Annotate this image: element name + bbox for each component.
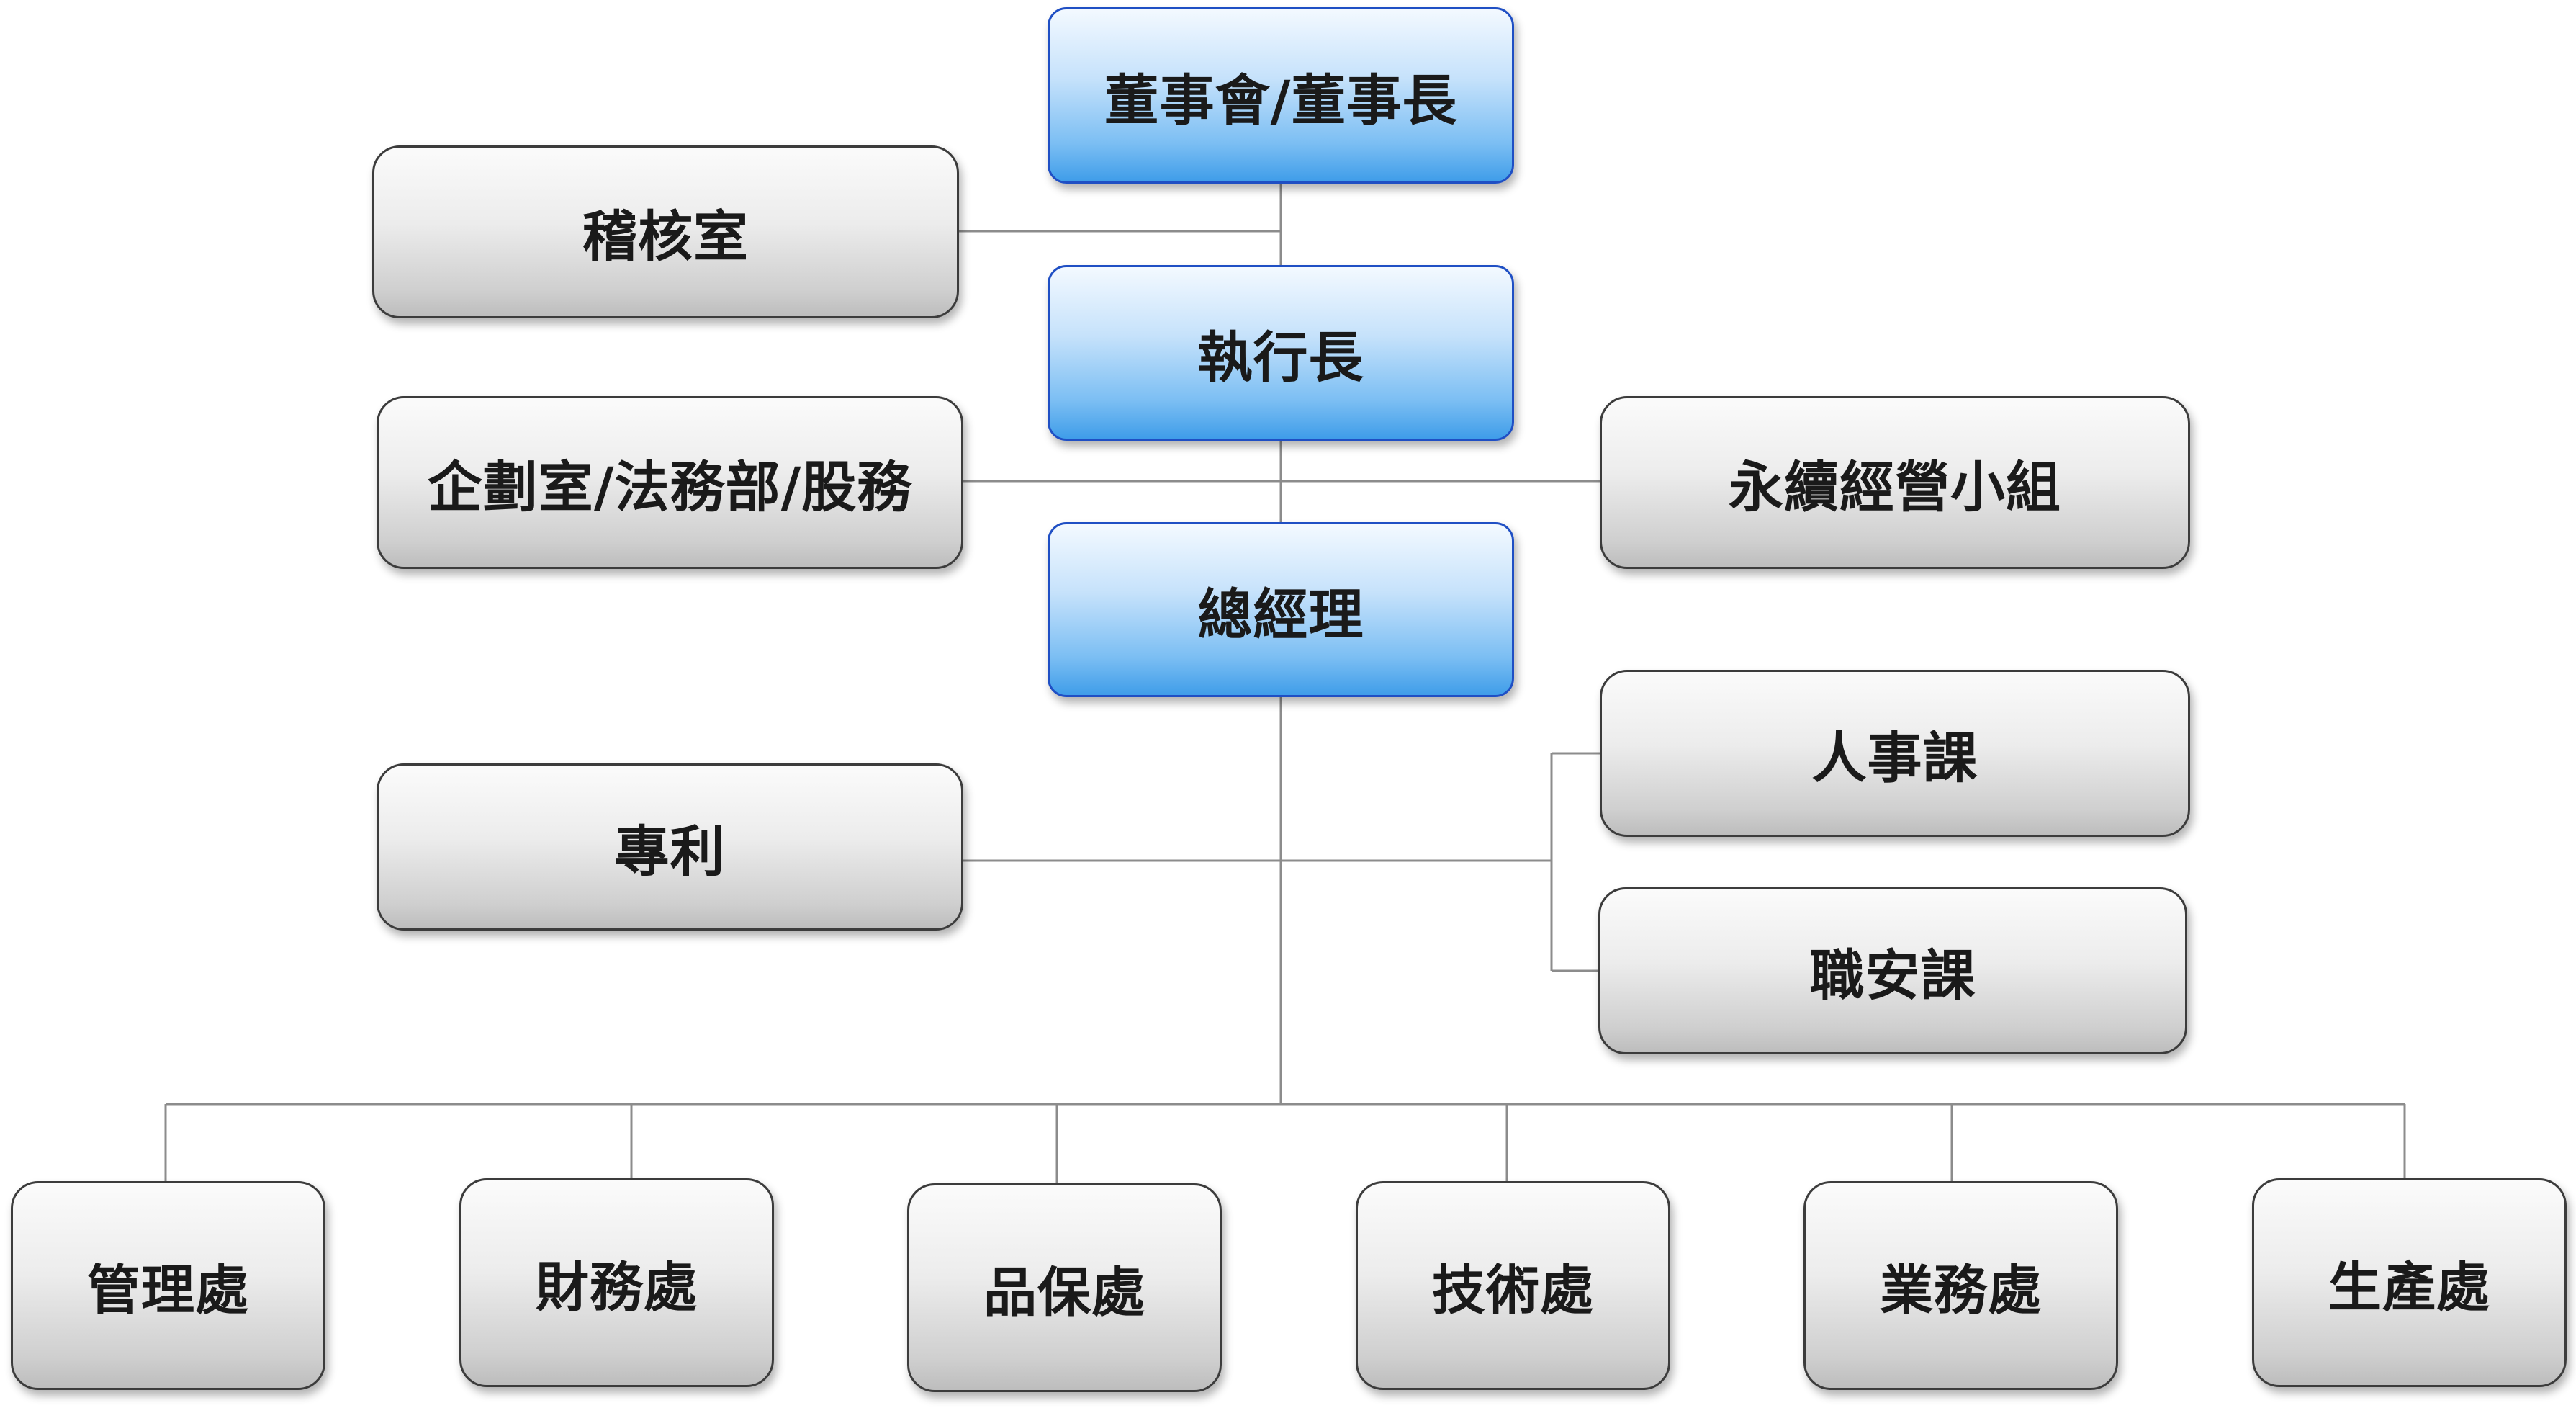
board-node: 董事會/董事長	[1048, 7, 1514, 184]
audit-node: 稽核室	[372, 145, 959, 318]
production-node: 生產處	[2252, 1178, 2567, 1387]
hr-node: 人事課	[1600, 670, 2190, 837]
sales-node: 業務處	[1803, 1181, 2118, 1390]
planning-node: 企劃室/法務部/股務	[377, 396, 963, 569]
management-node: 管理處	[11, 1181, 325, 1390]
gm-node: 總經理	[1048, 522, 1514, 697]
patent-node: 專利	[377, 763, 963, 931]
technology-node: 技術處	[1356, 1181, 1670, 1390]
safety-node: 職安課	[1598, 887, 2187, 1054]
sustainability-node: 永續經營小組	[1600, 396, 2190, 569]
qa-node: 品保處	[907, 1183, 1222, 1392]
ceo-node: 執行長	[1048, 265, 1514, 441]
finance-node: 財務處	[459, 1178, 774, 1387]
